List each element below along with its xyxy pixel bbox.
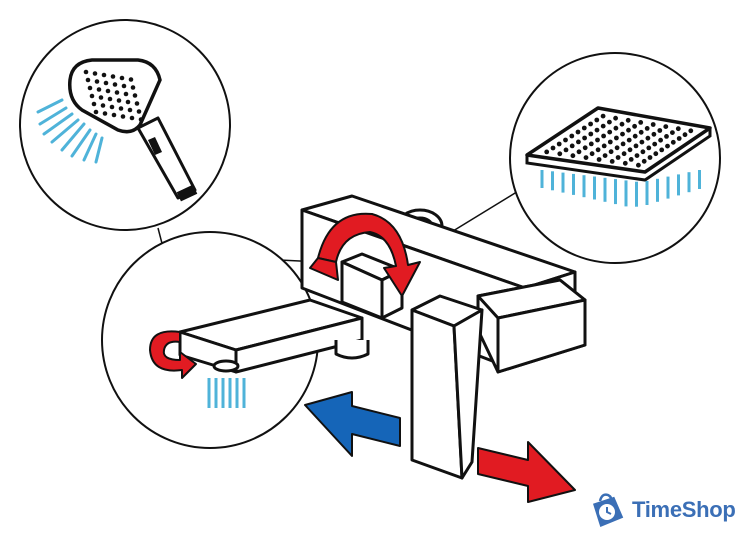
overhead-shower-callout <box>510 53 720 263</box>
cold-water-arrow <box>305 392 400 456</box>
brand-name: TimeShop <box>632 497 736 523</box>
brand-logo: TimeShop <box>586 490 736 530</box>
shopping-bag-clock-icon <box>586 490 626 530</box>
hot-water-arrow <box>478 442 575 502</box>
hand-shower-callout <box>20 20 230 230</box>
